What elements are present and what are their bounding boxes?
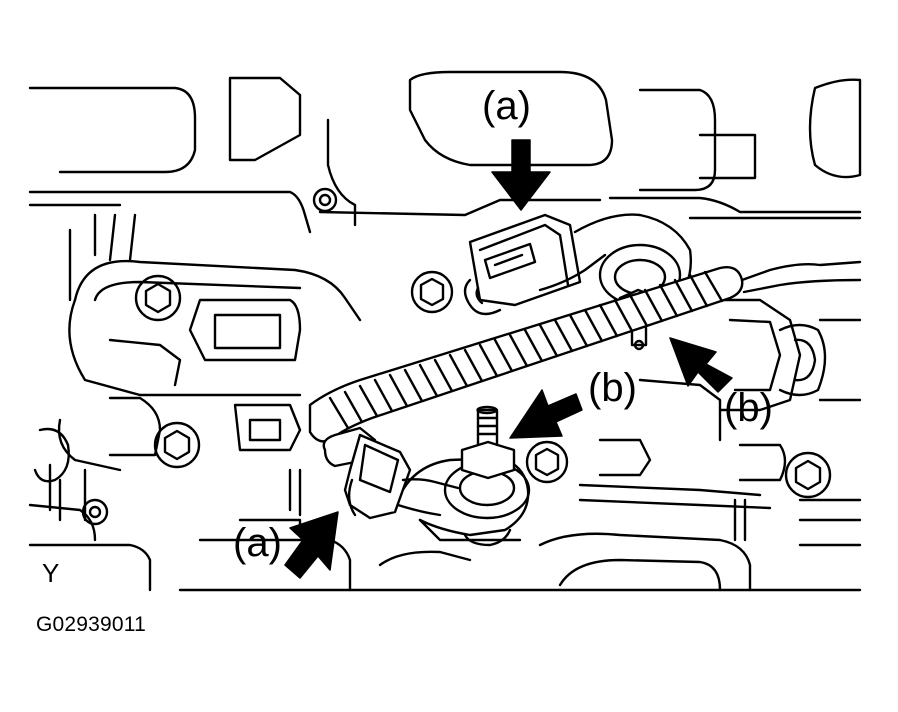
wire-harness [308,260,862,443]
bolt-lower-left [153,421,201,469]
callout-label-a-bottom: (a) [233,521,282,565]
knock-sensor-lower [398,405,531,547]
bolt-upper-left [134,274,182,322]
view-indicator: Y [42,558,60,588]
arrow-a-bottom [284,511,339,579]
engine-block-outline [28,70,862,592]
arrow-b-right [669,337,733,393]
bolt-right [784,451,832,499]
figure-id: G02939011 [36,613,147,636]
connector-upper [463,213,607,316]
callout-label-b-center: (b) [588,366,637,410]
callout-label-b-right: (b) [724,386,773,430]
callout-label-a-top: (a) [482,84,531,128]
arrow-a-top [491,139,551,211]
arrow-b-center [509,389,583,439]
bolt-lower-center [525,440,569,484]
mounting-bolts [134,270,832,499]
connector-lower [322,426,460,520]
bolt-upper-center [410,270,454,314]
callout-arrows [284,139,733,579]
